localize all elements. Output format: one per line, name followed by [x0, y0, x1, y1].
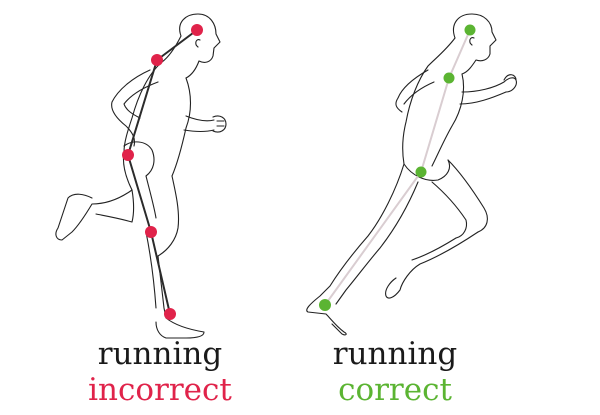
joint-head — [464, 24, 476, 36]
correct-joint-markers — [319, 24, 476, 311]
joint-head — [191, 24, 203, 36]
joint-shoulder — [151, 54, 163, 66]
joint-hip — [415, 166, 427, 178]
joint-knee — [145, 226, 157, 238]
runner-right-outline — [306, 13, 517, 336]
correct-alignment-line — [324, 29, 471, 306]
incorrect-alignment-line — [127, 29, 198, 315]
incorrect-panel-title: running — [97, 336, 223, 372]
joint-ankle — [319, 299, 331, 311]
correct-label: correct — [338, 372, 452, 408]
incorrect-label: incorrect — [88, 372, 232, 408]
joint-ankle — [164, 308, 176, 320]
joint-hip — [122, 149, 134, 161]
runner-left-outline — [55, 13, 227, 339]
joint-shoulder — [443, 72, 455, 84]
correct-panel-title: running — [332, 336, 458, 372]
incorrect-joint-markers — [122, 24, 203, 320]
